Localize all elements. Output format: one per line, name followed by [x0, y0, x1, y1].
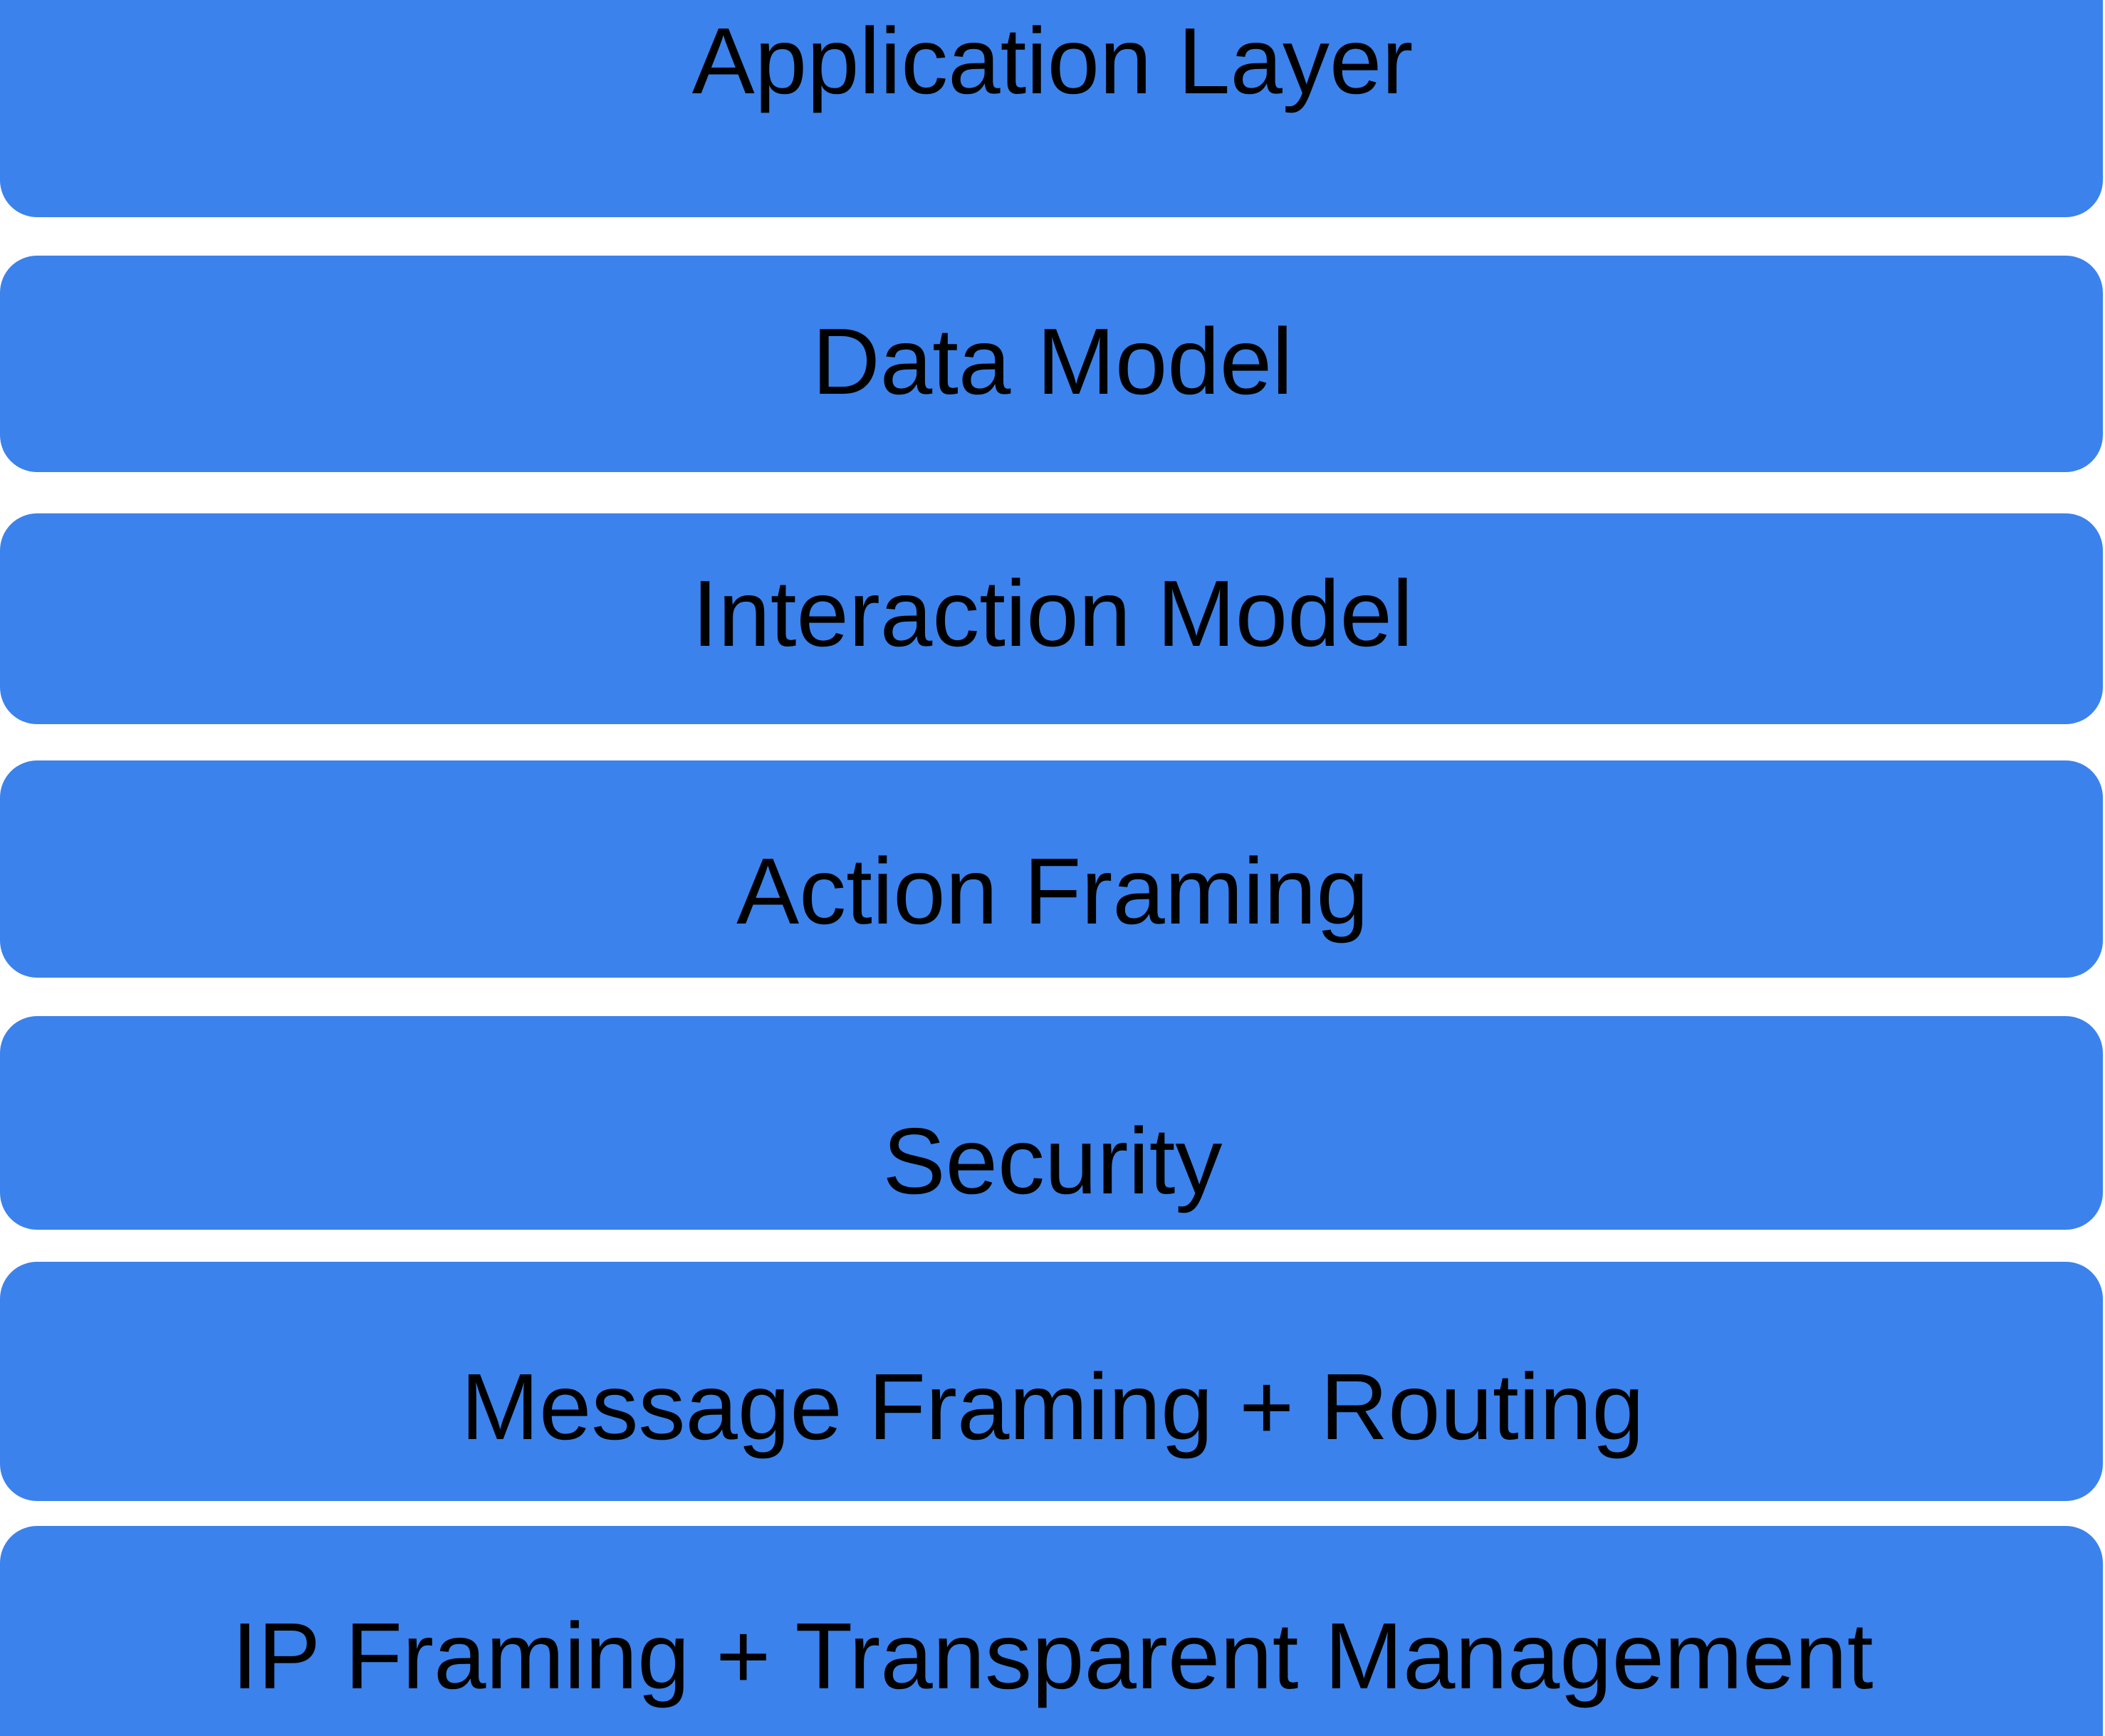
layer-bar-interaction-model[interactable] [0, 513, 2103, 724]
layer-bar-application-layer[interactable] [0, 0, 2103, 217]
layer-bar-data-model[interactable] [0, 256, 2103, 472]
layer-bar-security[interactable] [0, 1016, 2103, 1230]
layer-bar-message-framing-routing[interactable] [0, 1262, 2103, 1501]
layer-bar-action-framing[interactable] [0, 760, 2103, 978]
layer-bar-ip-framing-transparent-management[interactable] [0, 1526, 2103, 1736]
